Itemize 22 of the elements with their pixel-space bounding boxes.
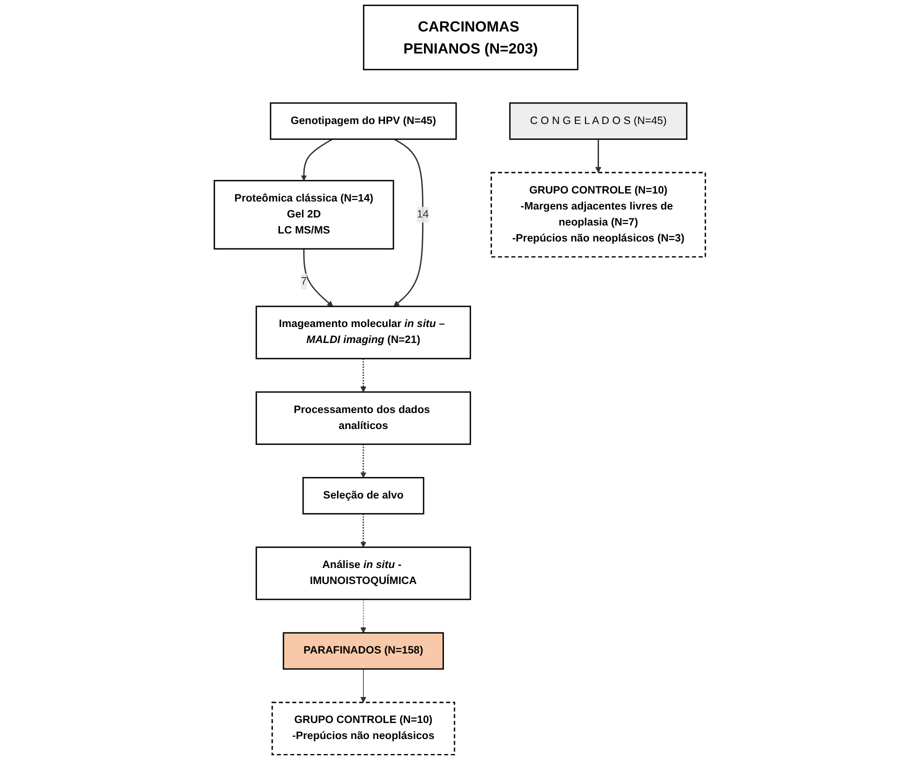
node-box: PARAFINADOS (N=158): [282, 632, 444, 670]
arrow: [360, 668, 366, 703]
node-box: Seleção de alvo: [302, 477, 424, 514]
node-box: C O N G E L A D O S (N=45): [508, 102, 688, 140]
node-box: Análise in situ - IMUNOISTOQUÍMICA: [255, 546, 471, 600]
arrow: [360, 514, 366, 548]
node-box: Processamento dos dados analíticos: [255, 391, 471, 445]
node-box: GRUPO CONTROLE (N=10) -Margens adjacentes livres de neoplasia (N=7) -Prepúcios não neoplásicos (N=3): [490, 172, 706, 258]
node-box: Imageamento molecular in situ – MALDI imaging (N=21): [255, 306, 471, 360]
node-box: Genotipagem do HPV (N=45): [270, 102, 456, 140]
edge-label: 14: [416, 208, 428, 220]
arrow: [393, 138, 424, 307]
arrow: [360, 444, 366, 478]
arrow: [360, 358, 366, 392]
arrow: [595, 139, 601, 173]
node-box: CARCINOMAS PENIANOS (N=203): [362, 4, 578, 70]
arrow: [300, 138, 332, 181]
node-box: GRUPO CONTROLE (N=10) -Prepúcios não neoplásicos: [271, 702, 455, 756]
edge-label: 7: [300, 276, 307, 288]
node-box: Proteômica clássica (N=14) Gel 2D LC MS/MS: [213, 180, 394, 250]
arrow: [302, 248, 333, 307]
arrow: [360, 599, 366, 634]
